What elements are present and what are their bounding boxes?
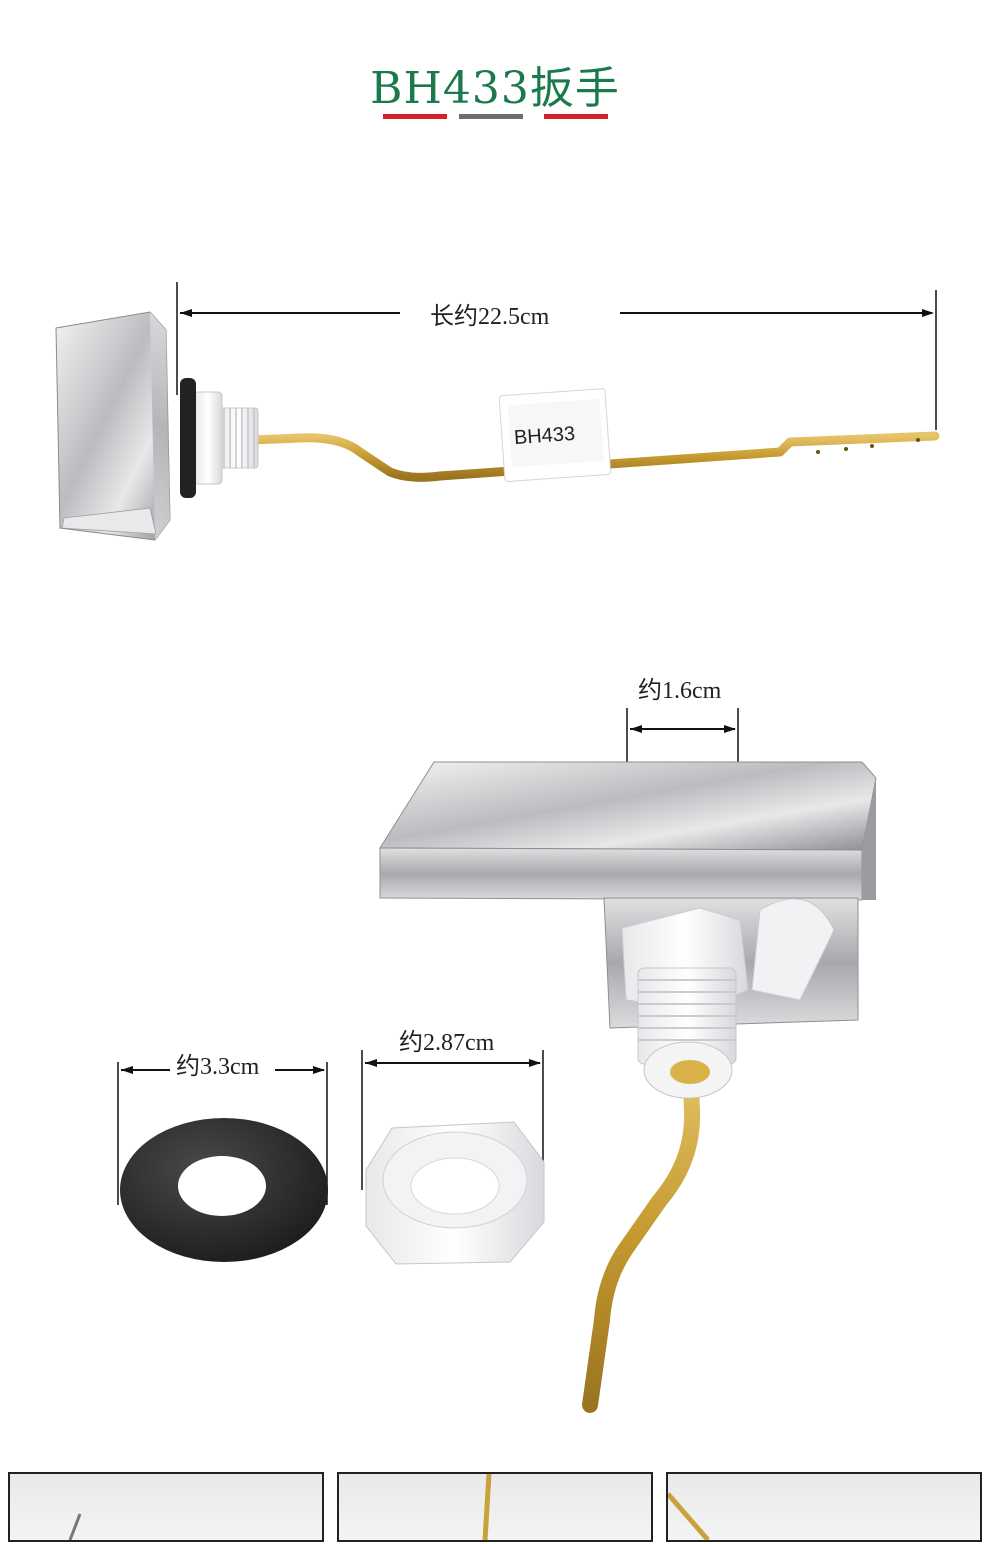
nut-dimension-label: 约2.87cm <box>393 1022 501 1057</box>
part-tag-label: BH433 <box>513 422 576 450</box>
thumbnail-2-image <box>482 1473 492 1541</box>
title-underline-red-left <box>383 114 447 119</box>
lever-closeup-photo <box>379 708 877 1413</box>
lever-full-photo <box>55 282 940 541</box>
title-underline-gray <box>459 114 523 119</box>
page-title: BH433扳手 <box>370 63 620 114</box>
detail-thumbnail-2 <box>337 1472 653 1542</box>
length-dimension-label: 长约22.5cm <box>424 296 556 331</box>
washer-dimension-label: 约3.3cm <box>170 1046 266 1081</box>
width-dimension-label: 约1.6cm <box>632 670 728 705</box>
detail-thumbnail-1 <box>8 1472 324 1542</box>
thumbnail-1-image <box>68 1513 82 1541</box>
thumbnail-3-image <box>666 1492 710 1542</box>
rubber-washer-photo <box>117 1062 328 1262</box>
detail-thumbnail-3 <box>666 1472 982 1542</box>
title-underline-red-right <box>544 114 608 119</box>
plastic-nut-photo <box>361 1050 545 1265</box>
